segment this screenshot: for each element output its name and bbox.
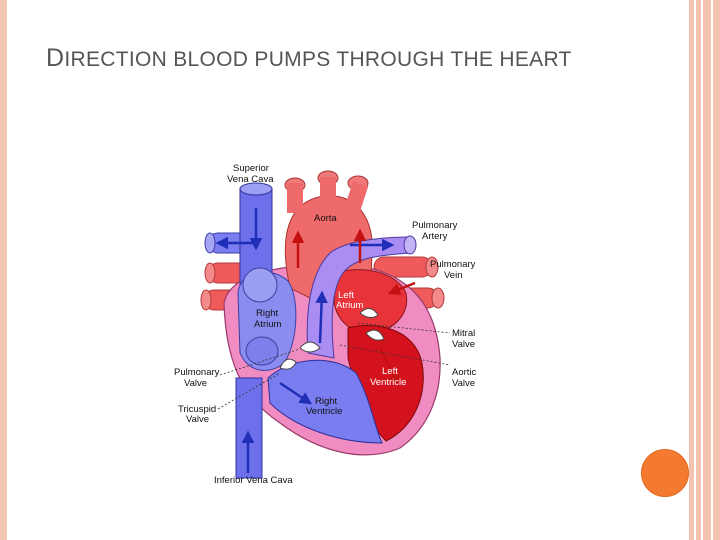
slide-title: DIRECTION BLOOD PUMPS THROUGH THE HEART	[46, 38, 606, 80]
title-first-letter: D	[46, 44, 65, 72]
diagram-labels: Superior Vena Cava Aorta Pulmonary Arter…	[174, 163, 477, 486]
label-aorta: Aorta	[314, 213, 337, 224]
label-pulmonary-vein: Vein	[444, 270, 463, 281]
label-tricuspid-valve: Tricuspid	[178, 404, 216, 415]
label-right-ventricle: Right	[315, 396, 338, 407]
accent-circle	[641, 449, 689, 497]
title-text: IRECTION BLOOD PUMPS THROUGH THE HEART	[64, 48, 572, 71]
label-pulmonary-valve: Pulmonary	[174, 367, 220, 378]
label-left-ventricle: Left	[382, 366, 398, 377]
leader-lines	[217, 322, 451, 410]
label-tricuspid-valve: Valve	[186, 414, 209, 425]
label-right-ventricle: Ventricle	[306, 406, 342, 417]
label-superior-vena-cava: Vena Cava	[227, 174, 274, 185]
label-right-atrium: Atrium	[254, 319, 282, 330]
band-line	[694, 0, 696, 540]
right-ventricle	[267, 359, 383, 444]
label-left-atrium: Left	[338, 290, 354, 301]
label-aortic-valve: Aortic	[452, 367, 477, 378]
right-decorative-band	[689, 0, 720, 540]
label-inferior-vena-cava: Inferior Vena Cava	[214, 475, 293, 486]
label-aortic-valve: Valve	[452, 378, 475, 389]
label-pulmonary-vein: Pulmonary	[430, 259, 476, 270]
pulmonary-artery	[306, 235, 417, 359]
valve-shape	[359, 308, 379, 319]
label-mitral-valve: Valve	[452, 339, 475, 350]
label-left-atrium: Atrium	[336, 300, 364, 311]
label-pulmonary-artery: Pulmonary	[412, 220, 458, 231]
valve-shape	[299, 341, 321, 353]
label-mitral-valve: Mitral	[452, 328, 475, 339]
band-line	[701, 0, 703, 540]
label-left-ventricle: Ventricle	[370, 377, 406, 388]
label-pulmonary-valve: Valve	[184, 378, 207, 389]
flow-arrows	[215, 208, 416, 473]
heart-diagram-svg: Superior Vena Cava Aorta Pulmonary Arter…	[174, 163, 477, 486]
valve-shape	[365, 329, 385, 341]
label-pulmonary-artery: Artery	[422, 231, 448, 242]
label-right-atrium: Right	[256, 308, 279, 319]
band-line	[711, 0, 713, 540]
left-border	[0, 0, 7, 540]
valve-shape	[279, 358, 297, 370]
heart-diagram: Superior Vena Cava Aorta Pulmonary Arter…	[160, 153, 512, 489]
label-superior-vena-cava: Superior	[233, 163, 269, 174]
